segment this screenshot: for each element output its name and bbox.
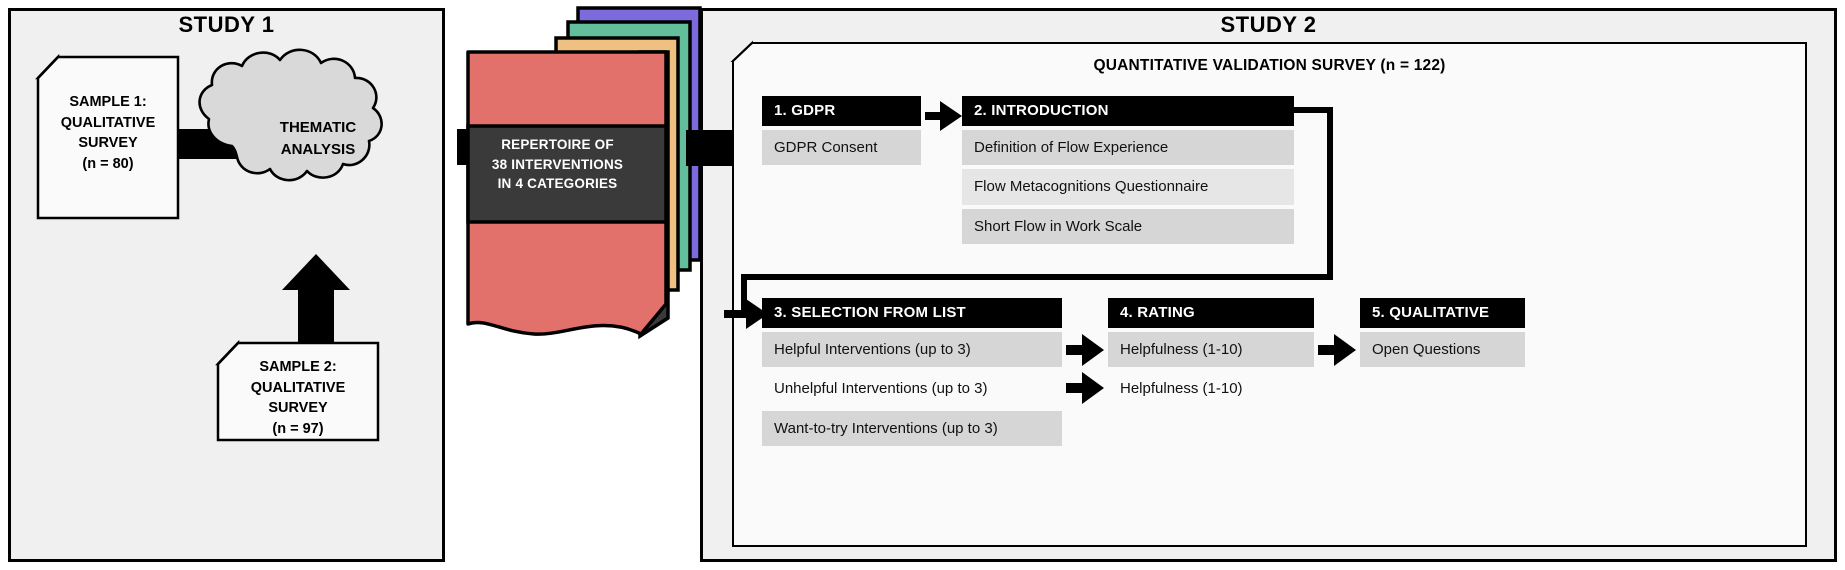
step-4-item-1[interactable]: Helpfulness (1-10) — [1108, 332, 1314, 368]
sample2-line3: SURVEY — [268, 400, 328, 417]
step-4-header: 4. RATING — [1108, 298, 1314, 328]
study1-title: STUDY 1 — [178, 12, 275, 37]
step-5-item-1[interactable]: Open Questions — [1360, 332, 1525, 368]
sample2-line2: QUALITATIVE — [250, 379, 346, 396]
thematic-analysis-label: THEMATIC ANALYSIS — [228, 117, 408, 161]
sample1-line2: QUALITATIVE — [60, 114, 156, 131]
analysis-line1: THEMATIC — [279, 119, 357, 136]
sample2-line1: SAMPLE 2: — [259, 359, 337, 375]
sample1-line1: SAMPLE 1: — [69, 94, 147, 110]
step-3-item-2[interactable]: Unhelpful Interventions (up to 3) — [762, 371, 1062, 407]
step-3-item-3[interactable]: Want-to-try Interventions (up to 3) — [762, 410, 1062, 446]
step-box-1-gdpr[interactable]: 1. GDPR GDPR Consent — [762, 96, 921, 166]
repertoire-line3: IN 4 CATEGORIES — [497, 176, 618, 192]
sample1-line4: (n = 80) — [82, 155, 134, 172]
step-2-item-3[interactable]: Short Flow in Work Scale — [962, 208, 1294, 244]
step-2-header: 2. INTRODUCTION — [962, 96, 1294, 126]
step-box-2-introduction[interactable]: 2. INTRODUCTION Definition of Flow Experi… — [962, 96, 1294, 244]
step-1-header: 1. GDPR — [762, 96, 921, 126]
analysis-line2: ANALYSIS — [280, 140, 356, 158]
step-1-item-1[interactable]: GDPR Consent — [762, 130, 921, 166]
step-4-item-2[interactable]: Helpfulness (1-10) — [1108, 371, 1314, 407]
study2-panel — [700, 8, 1837, 562]
step-box-4-rating[interactable]: 4. RATING Helpfulness (1-10)Helpfulness (… — [1108, 298, 1314, 407]
step-5-header: 5. QUALITATIVE — [1360, 298, 1525, 328]
repertoire-line2: 38 INTERVENTIONS — [491, 156, 624, 172]
survey-title: QUANTITATIVE VALIDATION SURVEY (n = 122) — [1093, 57, 1446, 74]
repertoire-label: REPERTOIRE OF 38 INTERVENTIONS IN 4 CATE… — [470, 135, 645, 194]
step-2-item-2[interactable]: Flow Metacognitions Questionnaire — [962, 169, 1294, 205]
sample1-label: SAMPLE 1: QUALITATIVE SURVEY (n = 80) — [38, 92, 178, 174]
sample2-label: SAMPLE 2: QUALITATIVE SURVEY (n = 97) — [218, 357, 378, 439]
step-box-5-qualitative[interactable]: 5. QUALITATIVE Open Questions — [1360, 298, 1525, 368]
sample2-line4: (n = 97) — [272, 420, 324, 437]
repertoire-line1: REPERTOIRE OF — [501, 137, 614, 152]
study2-title: STUDY 2 — [1220, 12, 1317, 37]
step-3-header: 3. SELECTION FROM LIST — [762, 298, 1062, 328]
sample1-line3: SURVEY — [78, 135, 138, 152]
step-3-item-1[interactable]: Helpful Interventions (up to 3) — [762, 332, 1062, 368]
step-box-3-selection[interactable]: 3. SELECTION FROM LIST Helpful Interventi… — [762, 298, 1062, 446]
step-2-item-1[interactable]: Definition of Flow Experience — [962, 130, 1294, 166]
